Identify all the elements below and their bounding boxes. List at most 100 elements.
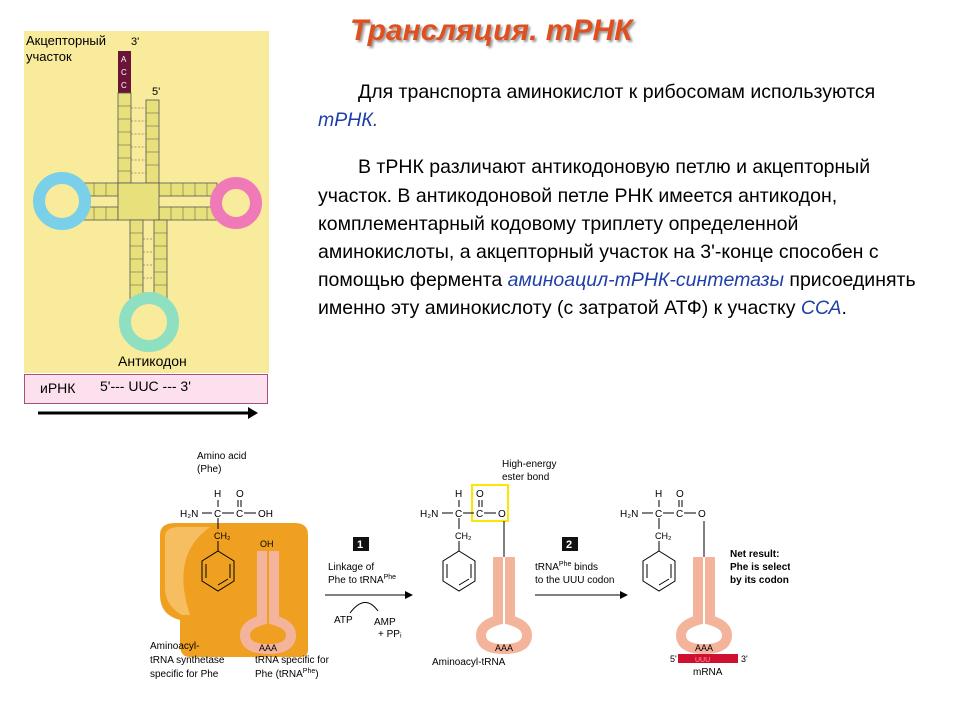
mrna-bar	[24, 374, 268, 404]
step1-badge	[353, 537, 369, 551]
trna-specific-label-1: tRNA specific for	[255, 655, 330, 666]
body-text: Для транспорта аминокислот к рибосомам и…	[318, 78, 933, 342]
phe2-h2n: H₂N	[420, 509, 438, 520]
t-loop	[210, 177, 262, 229]
amp-label: AMP	[374, 617, 396, 628]
phe1-oh: OH	[258, 509, 273, 520]
phe1-ch2: CH₂	[214, 531, 231, 541]
paragraph-2-text-c: .	[841, 297, 847, 320]
phe2-o: O	[476, 489, 484, 500]
paragraph-1: Для транспорта аминокислот к рибосомам и…	[318, 78, 933, 134]
phe3-o-ester: O	[698, 509, 706, 520]
synthetase-label-1: Aminoacyl-	[150, 641, 199, 652]
phe3-c-alpha: C	[655, 509, 662, 520]
phe2-h: H	[455, 489, 462, 500]
paragraph-2-text-a: В тРНК различают антикодоновую петлю и а…	[318, 156, 879, 292]
mrna-codon: UUU	[695, 657, 710, 664]
phe2-c-alpha: C	[455, 509, 462, 520]
trna1-anticodon: AAA	[259, 643, 277, 653]
paragraph-1-text: Для транспорта аминокислот к рибосомам и…	[358, 81, 876, 103]
ester-bond-highlight	[471, 484, 509, 522]
atp-label: ATP	[334, 615, 353, 626]
phe1-h: H	[214, 489, 221, 500]
paragraph-2-text-b: присоединять именно эту аминокислоту (с …	[318, 269, 916, 320]
step1-number: 1	[357, 539, 363, 551]
aminoacylation-diagram: Amino acid (Phe) H₂N C H C O OH CH₂ OH A…	[150, 451, 790, 680]
trna-highlight: тРНК.	[318, 109, 379, 132]
phe-molecule-free: H₂N C H C O OH CH₂	[180, 489, 273, 592]
mrna-strand	[678, 654, 738, 663]
mrna-caption: mRNA	[693, 667, 723, 678]
ppi-label: + PPᵢ	[378, 629, 402, 640]
step1-label-line1: Linkage of	[328, 562, 374, 573]
phe2-o-ester: O	[498, 509, 506, 520]
acceptor-label-line1: Акцепторный	[26, 33, 106, 48]
synthetase-highlight: аминоацил-тРНК-синтетазы	[507, 269, 784, 292]
acceptor-end-box	[118, 51, 131, 93]
paragraph-2: В тРНК различают антикодоновую петлю и а…	[318, 153, 933, 322]
acceptor-base-1: A	[121, 55, 127, 64]
phe3-ch2: CH₂	[655, 531, 672, 541]
phe1-h2n: H₂N	[180, 509, 198, 520]
phe3-o: O	[676, 489, 684, 500]
anticodon-label: Антикодон	[118, 353, 187, 369]
phe1-c-alpha: C	[214, 509, 221, 520]
step2-label-line1: tRNAPhe binds	[535, 561, 598, 573]
atp-amp-curve	[349, 602, 379, 614]
phe-molecule-bound: H₂N C H C O O CH₂	[620, 489, 706, 592]
phe3-h2n: H₂N	[620, 509, 638, 520]
synthetase-label-3: specific for Phe	[150, 669, 219, 680]
acceptor-stem	[117, 92, 160, 184]
high-energy-label-2: ester bond	[502, 472, 549, 483]
d-loop	[33, 172, 91, 230]
step1-label-line2: Phe to tRNAPhe	[328, 574, 396, 586]
trna-phe-2: AAA	[475, 557, 533, 655]
mrna-3prime: 3'	[741, 654, 748, 664]
net-result-label-3: by its codon	[730, 575, 789, 586]
five-prime-label: 5'	[152, 86, 160, 98]
anticodon-stem	[129, 219, 168, 301]
t-stem	[158, 182, 218, 221]
acceptor-base-3: C	[121, 81, 127, 90]
mrna-strip: иРНК 5'--- UUC --- 3'	[38, 378, 258, 419]
trna2-anticodon: AAA	[495, 643, 513, 653]
phe1-o: O	[236, 489, 244, 500]
net-result-label-1: Net result:	[730, 549, 779, 560]
step2-label-line2: to the UUU codon	[535, 575, 615, 586]
trna1-oh: OH	[260, 539, 274, 549]
mrna-label: иРНК	[40, 380, 76, 396]
acceptor-label-line2: участок	[26, 49, 72, 64]
central-junction	[117, 182, 160, 221]
acceptor-3prime-label: 3'	[131, 36, 139, 48]
acceptor-end-cca: A C C	[118, 51, 131, 93]
high-energy-label-1: High-energy	[502, 459, 556, 470]
trna-phe-3: AAA	[675, 557, 733, 655]
synthetase-label-2: tRNA synthetase	[150, 655, 225, 666]
enzyme-highlight	[164, 527, 210, 615]
phe3-c-carboxyl: C	[676, 509, 683, 520]
aminoacyl-trna-label: Aminoacyl-tRNA	[432, 657, 506, 668]
mrna-sequence: 5'--- UUC --- 3'	[100, 378, 191, 394]
step1-arrowhead	[405, 591, 413, 599]
mrna-5prime: 5'	[670, 654, 677, 664]
phe2-ch2: CH₂	[455, 531, 472, 541]
trna-phe-1: OH AAA	[239, 539, 297, 655]
net-result-label-2: Phe is selected	[730, 562, 790, 573]
amino-acid-label: Amino acid	[197, 451, 246, 462]
step2-number: 2	[566, 539, 572, 551]
trna3-anticodon: AAA	[695, 643, 713, 653]
phe1-c-carboxyl: C	[236, 509, 243, 520]
step2-arrowhead	[620, 591, 628, 599]
phe-label: (Phe)	[197, 464, 221, 475]
acceptor-base-2: C	[121, 68, 127, 77]
phe-molecule-aminoacyl: H₂N C H C O O CH₂	[420, 484, 509, 592]
cca-highlight: ССА	[800, 297, 842, 320]
anticodon-loop	[119, 292, 179, 352]
trna-specific-label-2: Phe (tRNAPhe)	[255, 668, 319, 680]
phe2-c-carboxyl: C	[476, 509, 483, 520]
d-stem	[81, 182, 119, 221]
slide-title: Трансляция. тРНК	[350, 14, 633, 47]
step2-badge	[562, 537, 578, 551]
translation-direction-arrow-head	[248, 407, 258, 419]
trna-cloverleaf-diagram: Акцепторный 3' участок 5' A C C	[26, 33, 262, 369]
